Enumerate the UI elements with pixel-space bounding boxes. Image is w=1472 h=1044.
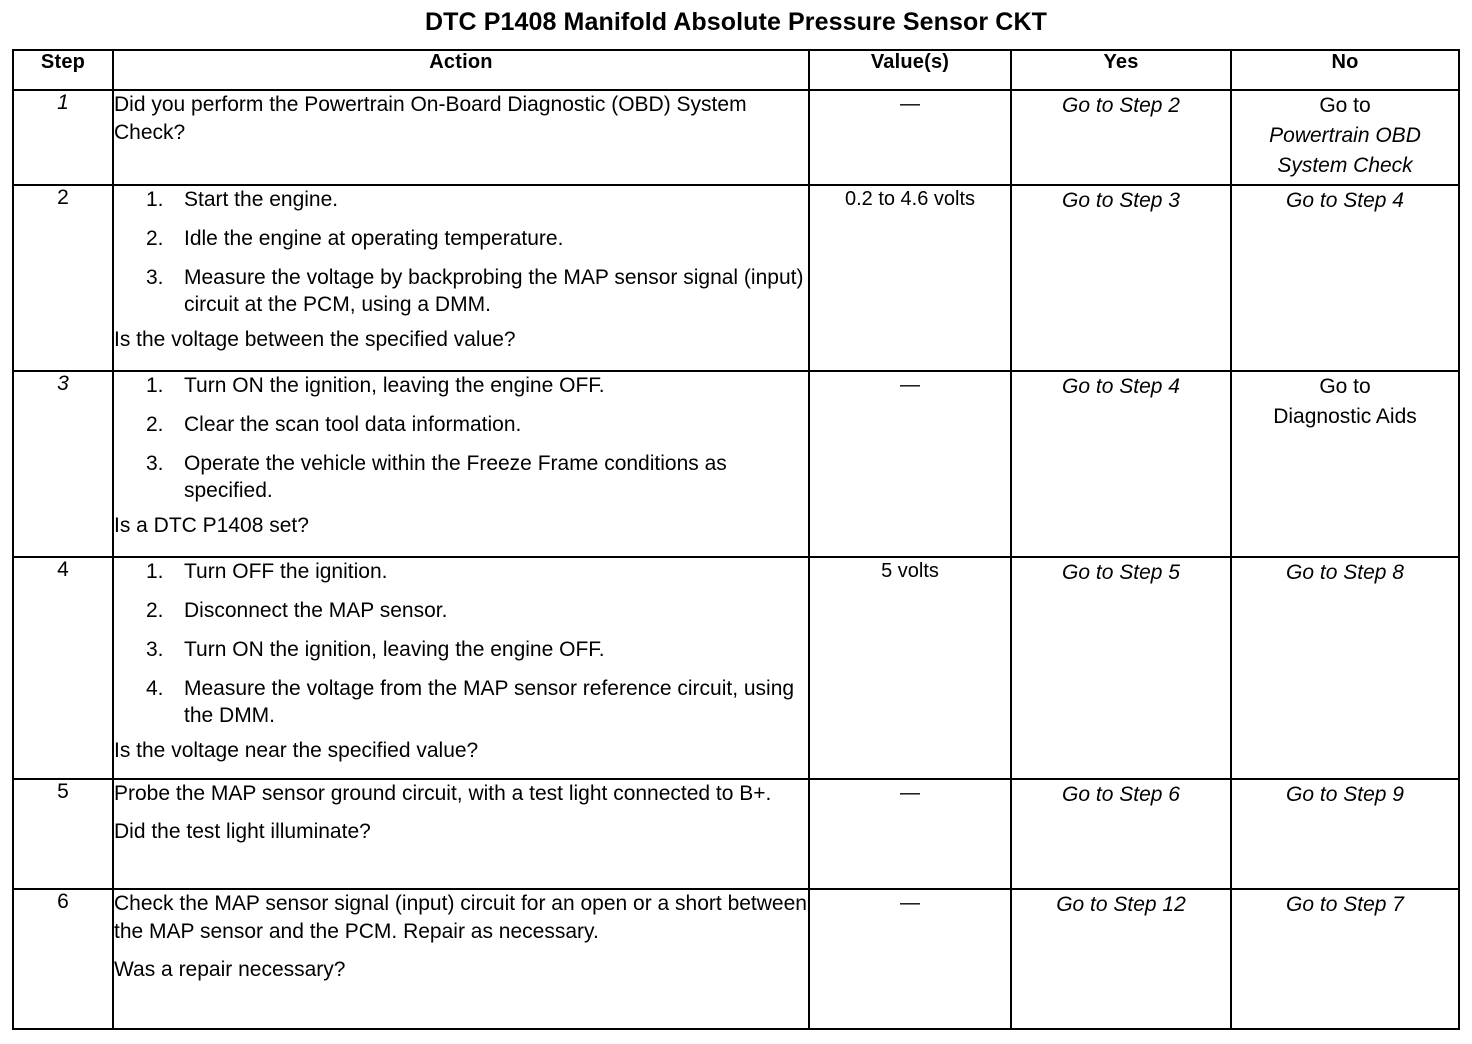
action-step-text: Measure the voltage by backprobing the M… (184, 266, 804, 316)
action-question: Did the test light illuminate? (114, 820, 371, 843)
action-step-item: 3. Turn ON the ignition, leaving the engi… (114, 636, 808, 663)
action-step-text: Idle the engine at operating temperature… (184, 227, 564, 250)
action-question: Is a DTC P1408 set? (114, 514, 309, 537)
action-step-list: 1. Turn ON the ignition, leaving the engi… (114, 372, 808, 504)
yes-branch-cell: Go to Step 3 (1010, 184, 1232, 372)
action-step-item: 1. Start the engine. (114, 186, 808, 213)
table-row: 3 1. Turn ON the ignition, leaving the eng… (12, 370, 1460, 558)
action-text: Probe the MAP sensor ground circuit, wit… (114, 782, 772, 805)
action-step-item: 2. Disconnect the MAP sensor. (114, 597, 808, 624)
action-step-text: Disconnect the MAP sensor. (184, 599, 448, 622)
action-step-item: 3. Operate the vehicle within the Freeze … (114, 450, 808, 504)
action-cell: 1. Turn OFF the ignition. 2. Disconnect the… (112, 556, 810, 780)
table-header-row: Step Action Value(s) Yes No (12, 49, 1460, 91)
no-branch-cell: Go to Step 4 (1230, 184, 1460, 372)
action-step-number: 4. (146, 677, 164, 700)
value-cell: — (808, 888, 1012, 1030)
no-branch-prefix: Go to (1319, 94, 1371, 117)
yes-branch-cell: Go to Step 12 (1010, 888, 1232, 1030)
action-step-number: 1. (146, 560, 164, 583)
no-branch-cell: Go to Powertrain OBD System Check (1230, 89, 1460, 186)
step-number-cell: 5 (12, 778, 114, 890)
table-header: Step Action Value(s) Yes No (12, 49, 1460, 91)
table-row: 4 1. Turn OFF the ignition. 2. Disconnect th… (12, 556, 1460, 780)
action-text: Did you perform the Powertrain On-Board … (114, 93, 747, 144)
no-branch-cell: Go to Step 7 (1230, 888, 1460, 1030)
yes-branch-cell: Go to Step 2 (1010, 89, 1232, 186)
action-step-number: 3. (146, 638, 164, 661)
action-cell: 1. Start the engine. 2. Idle the engine at … (112, 184, 810, 372)
action-step-number: 2. (146, 413, 164, 436)
action-step-text: Measure the voltage from the MAP sensor … (184, 677, 795, 727)
action-step-text: Clear the scan tool data information. (184, 413, 522, 436)
action-step-text: Start the engine. (184, 188, 339, 211)
value-cell: — (808, 778, 1012, 890)
page-title: DTC P1408 Manifold Absolute Pressure Sen… (425, 8, 1047, 36)
action-step-text: Turn ON the ignition, leaving the engine… (184, 374, 605, 397)
action-step-item: 4. Measure the voltage from the MAP senso… (114, 675, 808, 729)
action-step-item: 2. Clear the scan tool data information. (114, 411, 808, 438)
yes-branch-cell: Go to Step 6 (1010, 778, 1232, 890)
action-step-number: 2. (146, 599, 164, 622)
value-cell: 0.2 to 4.6 volts (808, 184, 1012, 372)
step-number-cell: 3 (12, 370, 114, 558)
no-branch-cell: Go to Step 8 (1230, 556, 1460, 780)
value-cell: — (808, 370, 1012, 558)
no-branch-prefix: Go to (1319, 375, 1371, 398)
column-header-no: No (1230, 49, 1460, 91)
no-branch-cell: Go to Step 9 (1230, 778, 1460, 890)
value-cell: — (808, 89, 1012, 186)
action-text: Check the MAP sensor signal (input) circ… (114, 892, 807, 943)
no-branch-target: Diagnostic Aids (1273, 405, 1417, 428)
action-step-item: 1. Turn ON the ignition, leaving the engi… (114, 372, 808, 399)
yes-branch-cell: Go to Step 5 (1010, 556, 1232, 780)
step-number-cell: 4 (12, 556, 114, 780)
action-question: Is the voltage between the specified val… (114, 328, 516, 351)
action-step-number: 1. (146, 188, 164, 211)
action-question: Is the voltage near the specified value? (114, 739, 479, 762)
action-step-list: 1. Turn OFF the ignition. 2. Disconnect the… (114, 558, 808, 729)
yes-branch-cell: Go to Step 4 (1010, 370, 1232, 558)
step-number-cell: 6 (12, 888, 114, 1030)
action-step-number: 3. (146, 452, 164, 475)
action-step-number: 3. (146, 266, 164, 289)
table-row: 2 1. Start the engine. 2. Idle the engine at… (12, 184, 1460, 372)
action-question: Was a repair necessary? (114, 958, 346, 981)
action-step-number: 2. (146, 227, 164, 250)
no-branch-cell: Go to Diagnostic Aids (1230, 370, 1460, 558)
no-branch-target: Powertrain OBD System Check (1269, 124, 1421, 177)
action-step-text: Turn OFF the ignition. (184, 560, 388, 583)
action-step-text: Turn ON the ignition, leaving the engine… (184, 638, 605, 661)
action-step-text: Operate the vehicle within the Freeze Fr… (184, 452, 727, 502)
action-cell: Probe the MAP sensor ground circuit, wit… (112, 778, 810, 890)
step-number-cell: 1 (12, 89, 114, 186)
column-header-step: Step (12, 49, 114, 91)
column-header-yes: Yes (1010, 49, 1232, 91)
action-step-item: 2. Idle the engine at operating temperatu… (114, 225, 808, 252)
action-step-number: 1. (146, 374, 164, 397)
action-cell: Check the MAP sensor signal (input) circ… (112, 888, 810, 1030)
column-header-value: Value(s) (808, 49, 1012, 91)
column-header-action: Action (112, 49, 810, 91)
step-number-cell: 2 (12, 184, 114, 372)
action-cell: 1. Turn ON the ignition, leaving the engi… (112, 370, 810, 558)
action-cell: Did you perform the Powertrain On-Board … (112, 89, 810, 186)
action-step-item: 3. Measure the voltage by backprobing the… (114, 264, 808, 318)
action-step-list: 1. Start the engine. 2. Idle the engine at … (114, 186, 808, 318)
action-step-item: 1. Turn OFF the ignition. (114, 558, 808, 585)
value-cell: 5 volts (808, 556, 1012, 780)
